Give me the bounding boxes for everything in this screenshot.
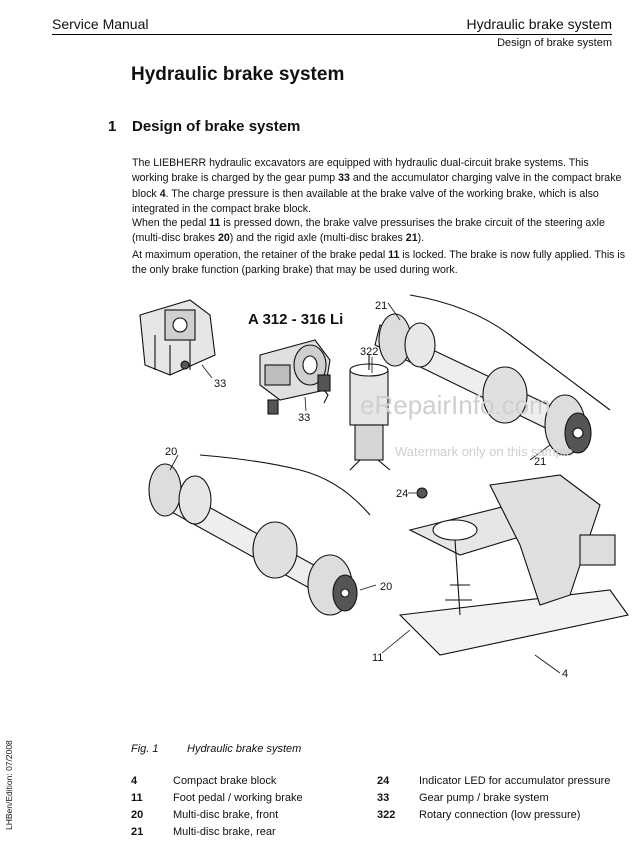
rear-axle-drawing (374, 294, 611, 456)
callout-21-top: 21 (375, 300, 387, 312)
header-sub: Design of brake system (497, 37, 612, 49)
callout-24: 24 (396, 488, 408, 500)
paragraph-1: The LIEBHERR hydraulic excavators are eq… (132, 157, 622, 215)
paragraph-3: At maximum operation, the retainer of th… (132, 249, 626, 277)
section-title: Design of brake system (132, 118, 301, 135)
page-title: Hydraulic brake system (131, 64, 345, 85)
header-left: Service Manual (52, 16, 149, 32)
model-label: A 312 - 316 Li (248, 311, 343, 328)
callout-20-bottom: 20 (380, 581, 392, 593)
brake-block-drawing (139, 299, 216, 376)
header-rule (52, 34, 612, 35)
paragraph-2: When the pedal 11 is pressed down, the b… (132, 217, 605, 245)
operator-cab-drawing (398, 474, 629, 656)
gear-pump-drawing (259, 339, 331, 415)
watermark-main: eRepairInfo.com (360, 390, 551, 420)
callout-33-left: 33 (214, 378, 226, 390)
brake-system-illustration: 21 322 33 33 20 21 24 20 11 4 A 312 - 31… (139, 294, 629, 680)
callout-21-right: 21 (534, 456, 546, 468)
callout-322: 322 (360, 346, 378, 358)
section-number: 1 (108, 118, 117, 135)
callout-33-mid: 33 (298, 412, 310, 424)
header-right: Hydraulic brake system (466, 16, 613, 32)
callout-4: 4 (562, 668, 568, 680)
watermark-sub: Watermark only on this sample (395, 444, 573, 459)
rotary-connection-drawing (349, 355, 391, 471)
edition-sidebar: LHBen/Edition: 07/2008 (4, 740, 14, 830)
callout-11: 11 (372, 652, 383, 664)
front-axle-drawing (148, 454, 371, 616)
callout-20-left: 20 (165, 446, 177, 458)
